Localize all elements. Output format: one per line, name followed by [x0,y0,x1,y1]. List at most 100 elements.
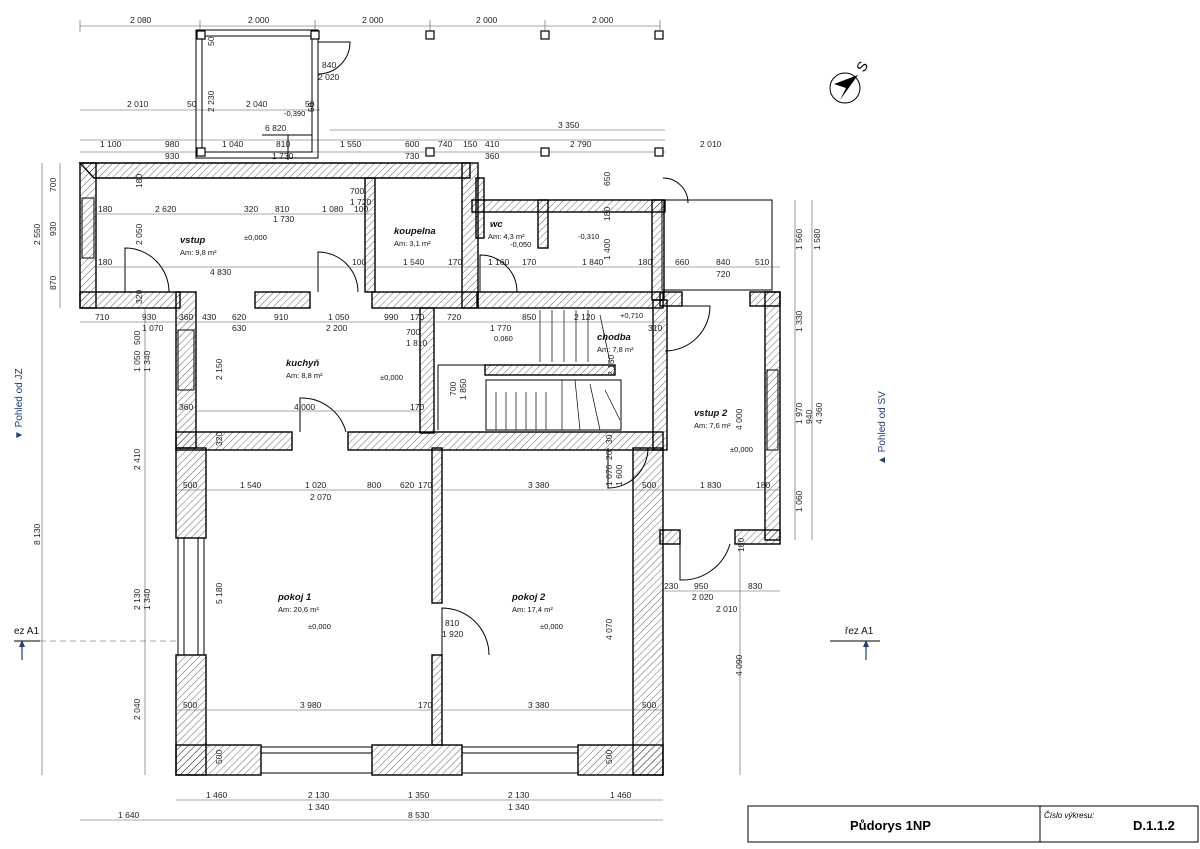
porch [195,29,664,160]
dim-text: 700 [350,186,364,196]
dim-text: 500 [214,750,224,764]
dim-text: 2 080 [130,15,152,25]
dim-text: 740 [438,139,452,149]
dim-text: 700 [448,382,458,396]
dim-text: 2 150 [606,354,616,376]
dim-text: 980 [165,139,179,149]
dim-text: 1 040 [222,139,244,149]
dim-text: 1 830 [700,480,722,490]
dim-text: 50 [306,102,316,112]
dim-text: 1 580 [812,228,822,250]
dim-text: 700 [48,178,58,192]
dim-text: 810 [275,204,289,214]
dim-text: 180 [736,538,746,552]
inner-dimension-lines [80,213,780,821]
dim-text: 870 [48,276,58,290]
level-label: -0,050 [510,240,531,249]
room-name: kuchyň [286,358,319,369]
dim-text: 2 020 [318,72,340,82]
dim-text: 1 070 [142,323,164,333]
dim-text: 1 020 [305,480,327,490]
dim-text: 840 [322,60,336,70]
dim-text: 620 [232,312,246,322]
inner-dimension-text: 180 2 620 320 810 1 080 100 1 730 700 1 … [95,186,770,820]
dim-text: 30 [604,434,614,444]
dimension-lines-top [79,20,665,153]
dim-text: 1 460 [206,790,228,800]
dim-text: 180 [98,257,112,267]
room-name: vstup 2 [694,408,728,419]
dim-text: 840 [716,257,730,267]
dim-text: 1 640 [118,810,140,820]
dim-text: 2 010 [127,99,149,109]
room-area: Am: 20,6 m² [278,605,319,614]
dim-text: 4 000 [294,402,316,412]
dim-text: 6 820 [265,123,287,133]
dim-text: 1 920 [442,629,464,639]
dim-text: 500 [642,700,656,710]
windows [81,197,779,774]
dim-text: 850 [522,312,536,322]
dim-text: 4 000 [734,408,744,430]
level-label: 0,060 [494,334,513,343]
room-area: Am: 17,4 m² [512,605,553,614]
dim-text: 1 540 [240,480,262,490]
dim-text: 50 [305,99,315,109]
room-area: Am: 8,8 m² [286,371,323,380]
dim-text: 2 550 [32,223,42,245]
dim-text: 2 150 [214,358,224,380]
dim-text: 4 360 [814,402,824,424]
dim-text: 2 620 [155,204,177,214]
dim-text: 3 980 [300,700,322,710]
room-name: chodba [597,332,631,343]
dim-text: 950 [694,581,708,591]
dim-text: 1 060 [794,490,804,512]
dim-text: 2 130 [132,588,142,610]
dim-text: 2 000 [592,15,614,25]
dim-text: 2 040 [246,99,268,109]
dim-text: 4 070 [604,618,614,640]
dim-text: 1 050 [328,312,350,322]
dim-text: 1 340 [508,802,530,812]
dim-text: 810 [276,139,290,149]
dim-text: 990 [384,312,398,322]
dim-text: 150 [463,139,477,149]
dim-text: 360 [485,151,499,161]
dim-text: 2 000 [362,15,384,25]
dim-text: 3 380 [528,480,550,490]
drawing-number-label: Číslo výkresu: [1044,811,1094,820]
north-label: S [853,58,872,74]
dim-text: 100 [354,204,368,214]
section-label-right: řez A1 [845,626,874,637]
dim-text: 1 340 [142,588,152,610]
dim-text: 170 [418,480,432,490]
level-label: -0,390 [284,109,305,118]
dim-text: 170 [410,312,424,322]
dim-text: 180 [756,480,770,490]
dim-text: 230 [664,581,678,591]
dim-text: 170 [418,700,432,710]
dim-text: 720 [716,269,730,279]
room-area: Am: 7,6 m² [694,421,731,430]
room-area: Am: 7,8 m² [597,345,634,354]
dim-text: 500 [132,331,142,345]
dim-text: 2 790 [570,139,592,149]
view-markers: ▼ Pohled od JZ ▲ Pohled od SV ez A1 řez … [14,368,888,660]
dim-text: 180 [638,257,652,267]
dim-text: 1 770 [490,323,512,333]
dim-text: 1 400 [602,238,612,260]
right-dimensions: 1 560 1 580 1 330 1 970 940 4 360 1 060 … [602,172,824,775]
drawing-number: D.1.1.2 [1133,818,1175,833]
porch-dimensions: 840 2 020 2 230 50 50 -0,390 [206,36,340,118]
room-name: vstup [180,235,206,246]
dim-text: 2 000 [476,15,498,25]
room-name: pokoj 2 [511,592,546,603]
dim-text: 8 130 [32,523,42,545]
level-label: ±0,000 [244,233,267,242]
dim-text: 930 [165,151,179,161]
dim-text: 1 840 [582,257,604,267]
dim-text: 180 [602,207,612,221]
level-label: ±0,000 [730,445,753,454]
dim-text: 720 [447,312,461,322]
room-area: Am: 4,3 m² [488,232,525,241]
